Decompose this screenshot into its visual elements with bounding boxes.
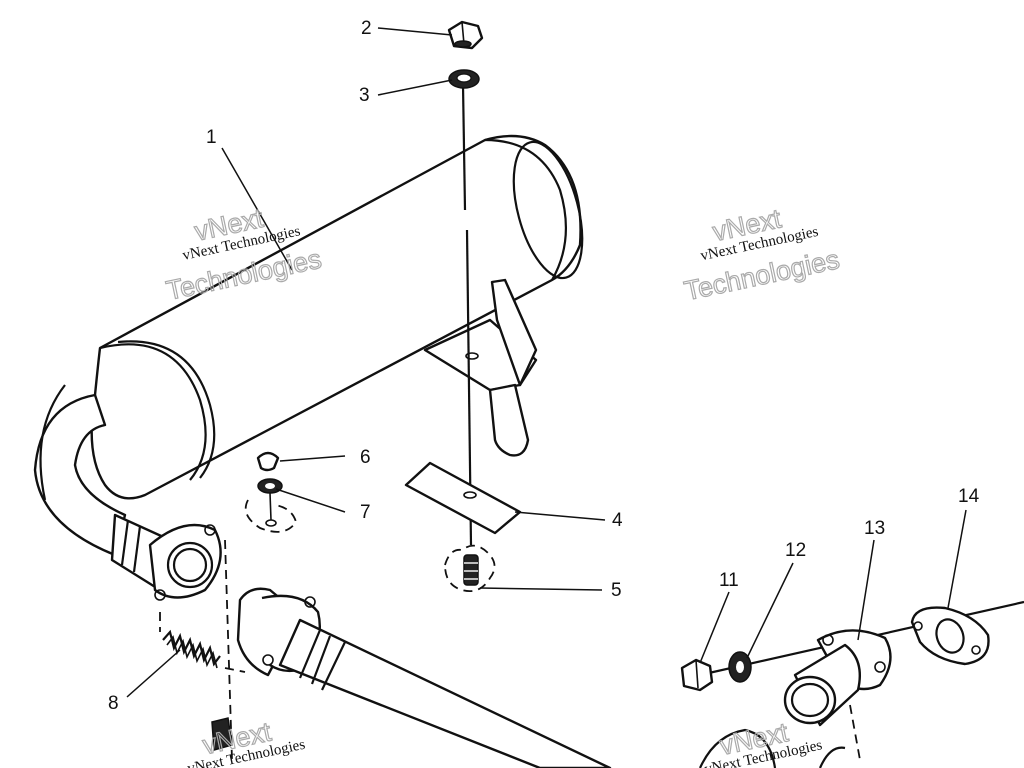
callout-13: 13 [864,518,885,539]
spring-part-8 [159,539,246,761]
lower-right-partial [698,728,846,768]
watermark-bottom-left: vNext vNext Technologies [186,716,307,768]
flange-part-13 [783,629,892,761]
nut-part-11 [680,658,714,692]
exhaust-pipe [236,587,612,768]
callout-8: 8 [108,693,119,714]
washer-part-12 [728,651,752,683]
callout-7: 7 [360,502,371,523]
rubber-mount-part-5 [444,544,496,593]
callout-1: 1 [206,127,217,148]
leader-lines [126,27,967,698]
plug-part-6 [256,451,280,472]
bolt-axis-upper [461,84,467,211]
callout-5: 5 [611,580,622,601]
washer-part-3 [448,69,480,89]
nut-part-2 [447,20,484,50]
callout-11: 11 [719,570,739,591]
callout-14: 14 [958,486,980,507]
callout-12: 12 [785,540,806,561]
callout-labels: 1 2 3 4 5 6 7 8 11 12 13 14 [108,18,980,714]
muffler [33,134,584,601]
lower-bolt [211,717,233,751]
callout-3: 3 [359,85,370,106]
mounting-bracket [423,278,538,457]
plate-part-4 [404,461,522,535]
watermark-right: vNext vNext Technologies Technologies [681,203,843,307]
gasket-part-14 [910,606,990,666]
callout-6: 6 [360,447,371,468]
gasket-part-7 [244,478,297,533]
callout-4: 4 [612,510,623,531]
callout-2: 2 [361,18,372,39]
